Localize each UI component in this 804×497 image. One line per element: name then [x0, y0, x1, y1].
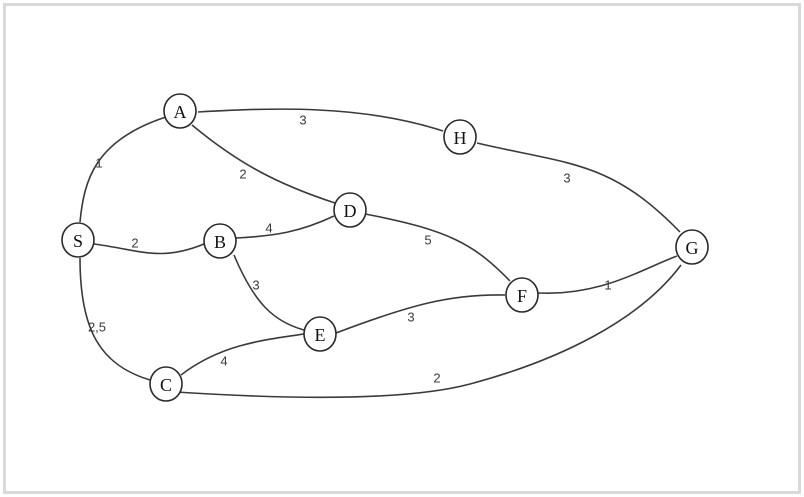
node-label: S [73, 231, 83, 251]
weight-B-D: 4 [265, 221, 272, 236]
edge-C-E [180, 333, 305, 376]
edge-weights: 1 2 2,5 3 2 4 3 5 3 4 3 1 2 [88, 113, 612, 386]
node-B: B [203, 223, 237, 259]
edge-A-H [197, 108, 444, 132]
edge-S-A [79, 116, 167, 223]
edge-E-F [335, 294, 506, 334]
node-label: H [454, 128, 467, 148]
weight-S-C: 2,5 [88, 320, 106, 335]
node-C: C [149, 366, 183, 402]
weight-F-G: 1 [604, 278, 611, 293]
weight-B-E: 3 [252, 278, 259, 293]
node-H: H [443, 119, 477, 155]
node-label: E [315, 325, 326, 345]
node-label: D [344, 201, 357, 221]
weight-S-B: 2 [131, 236, 138, 251]
weight-S-A: 1 [95, 156, 102, 171]
edge-B-E [233, 254, 305, 331]
nodes: S A B C D E F G [61, 93, 709, 402]
weight-C-E: 4 [220, 354, 227, 369]
edge-S-B [93, 243, 205, 255]
node-S: S [61, 222, 95, 258]
edge-H-G [476, 142, 681, 233]
weight-E-F: 3 [407, 310, 414, 325]
node-G: G [675, 229, 709, 265]
weight-H-G: 3 [563, 171, 570, 186]
node-label: A [174, 102, 187, 122]
node-E: E [303, 316, 337, 352]
node-F: F [505, 277, 539, 313]
node-label: G [686, 238, 699, 258]
node-label: F [517, 286, 527, 306]
edge-A-D [191, 124, 336, 204]
weight-A-D: 2 [239, 167, 246, 182]
node-D: D [333, 192, 367, 228]
diagram-frame [3, 3, 801, 494]
edge-D-F [364, 213, 511, 282]
edge-S-C [79, 257, 151, 381]
edges [79, 108, 682, 399]
weight-D-F: 5 [424, 233, 431, 248]
weight-A-H: 3 [299, 113, 306, 128]
edge-C-G [175, 264, 682, 399]
edge-F-G [537, 255, 678, 294]
node-A: A [163, 93, 197, 129]
node-label: B [214, 232, 226, 252]
weight-C-G: 2 [433, 371, 440, 386]
node-label: C [160, 375, 172, 395]
edge-B-D [235, 215, 335, 239]
